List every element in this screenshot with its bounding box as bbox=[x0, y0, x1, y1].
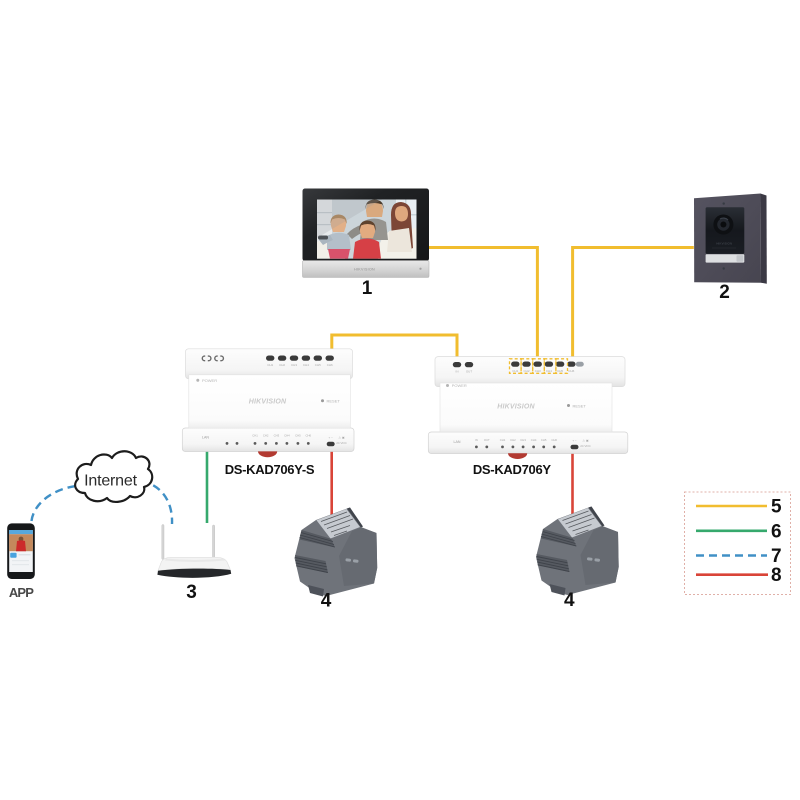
svg-text:CH3: CH3 bbox=[535, 369, 541, 373]
svg-text:24 VDC: 24 VDC bbox=[336, 441, 347, 445]
svg-text:CH6: CH6 bbox=[568, 369, 574, 373]
svg-text:CH3: CH3 bbox=[520, 438, 526, 442]
svg-text:CH1: CH1 bbox=[512, 369, 518, 373]
svg-text:CH5: CH5 bbox=[557, 369, 563, 373]
svg-text:CH2: CH2 bbox=[279, 363, 285, 367]
svg-text:CH2: CH2 bbox=[263, 434, 269, 438]
svg-text:IN: IN bbox=[456, 370, 459, 374]
svg-text:HIKVISION: HIKVISION bbox=[354, 267, 375, 271]
svg-text:HIKVISION: HIKVISION bbox=[249, 399, 287, 406]
svg-text:DS-KAD706Y: DS-KAD706Y bbox=[473, 462, 552, 477]
svg-text:+ −: + − bbox=[572, 439, 577, 443]
svg-text:24 VDC: 24 VDC bbox=[580, 444, 591, 448]
svg-text:4: 4 bbox=[564, 590, 575, 611]
svg-text:CH2: CH2 bbox=[523, 369, 529, 373]
svg-text:RESET: RESET bbox=[327, 399, 341, 404]
svg-text:APP: APP bbox=[9, 585, 34, 600]
svg-text:IN: IN bbox=[475, 438, 478, 442]
svg-text:HIKVISION: HIKVISION bbox=[716, 242, 732, 246]
svg-text:CH6: CH6 bbox=[305, 434, 311, 438]
svg-text:CH4: CH4 bbox=[546, 369, 552, 373]
svg-text:Internet: Internet bbox=[84, 473, 137, 490]
svg-text:3: 3 bbox=[186, 582, 197, 603]
svg-text:CH5: CH5 bbox=[541, 438, 547, 442]
svg-text:CH6: CH6 bbox=[327, 363, 333, 367]
svg-text:CH5: CH5 bbox=[315, 363, 321, 367]
svg-text:6: 6 bbox=[771, 521, 782, 542]
svg-text:1: 1 bbox=[362, 278, 373, 299]
svg-text:⚠ ▣: ⚠ ▣ bbox=[338, 436, 345, 440]
svg-text:DS-KAD706Y-S: DS-KAD706Y-S bbox=[225, 462, 315, 477]
svg-text:POWER: POWER bbox=[202, 378, 217, 383]
svg-text:CH2: CH2 bbox=[510, 438, 516, 442]
svg-text:RESET: RESET bbox=[573, 403, 587, 408]
svg-text:7: 7 bbox=[771, 546, 782, 567]
svg-text:2: 2 bbox=[719, 282, 730, 303]
svg-text:CH1: CH1 bbox=[267, 363, 273, 367]
svg-text:CH4: CH4 bbox=[284, 434, 290, 438]
svg-text:CH1: CH1 bbox=[500, 438, 506, 442]
svg-text:CH3: CH3 bbox=[291, 363, 297, 367]
svg-text:CH4: CH4 bbox=[531, 438, 537, 442]
svg-text:⚠ ▣: ⚠ ▣ bbox=[582, 439, 589, 443]
svg-text:OUT: OUT bbox=[466, 370, 473, 374]
svg-text:HIKVISION: HIKVISION bbox=[497, 404, 535, 411]
svg-text:LAN: LAN bbox=[202, 435, 209, 439]
svg-text:CH5: CH5 bbox=[295, 434, 301, 438]
svg-text:5: 5 bbox=[771, 497, 782, 518]
svg-text:8: 8 bbox=[771, 565, 782, 586]
svg-text:CH6: CH6 bbox=[551, 438, 557, 442]
svg-text:4: 4 bbox=[321, 591, 332, 612]
svg-text:CH4: CH4 bbox=[303, 363, 309, 367]
svg-text:+ −: + − bbox=[329, 436, 334, 440]
svg-text:POWER: POWER bbox=[452, 383, 467, 388]
svg-text:OUT: OUT bbox=[484, 438, 490, 442]
svg-text:CH1: CH1 bbox=[252, 434, 258, 438]
svg-text:LAN: LAN bbox=[454, 440, 461, 444]
svg-text:CH3: CH3 bbox=[274, 434, 280, 438]
